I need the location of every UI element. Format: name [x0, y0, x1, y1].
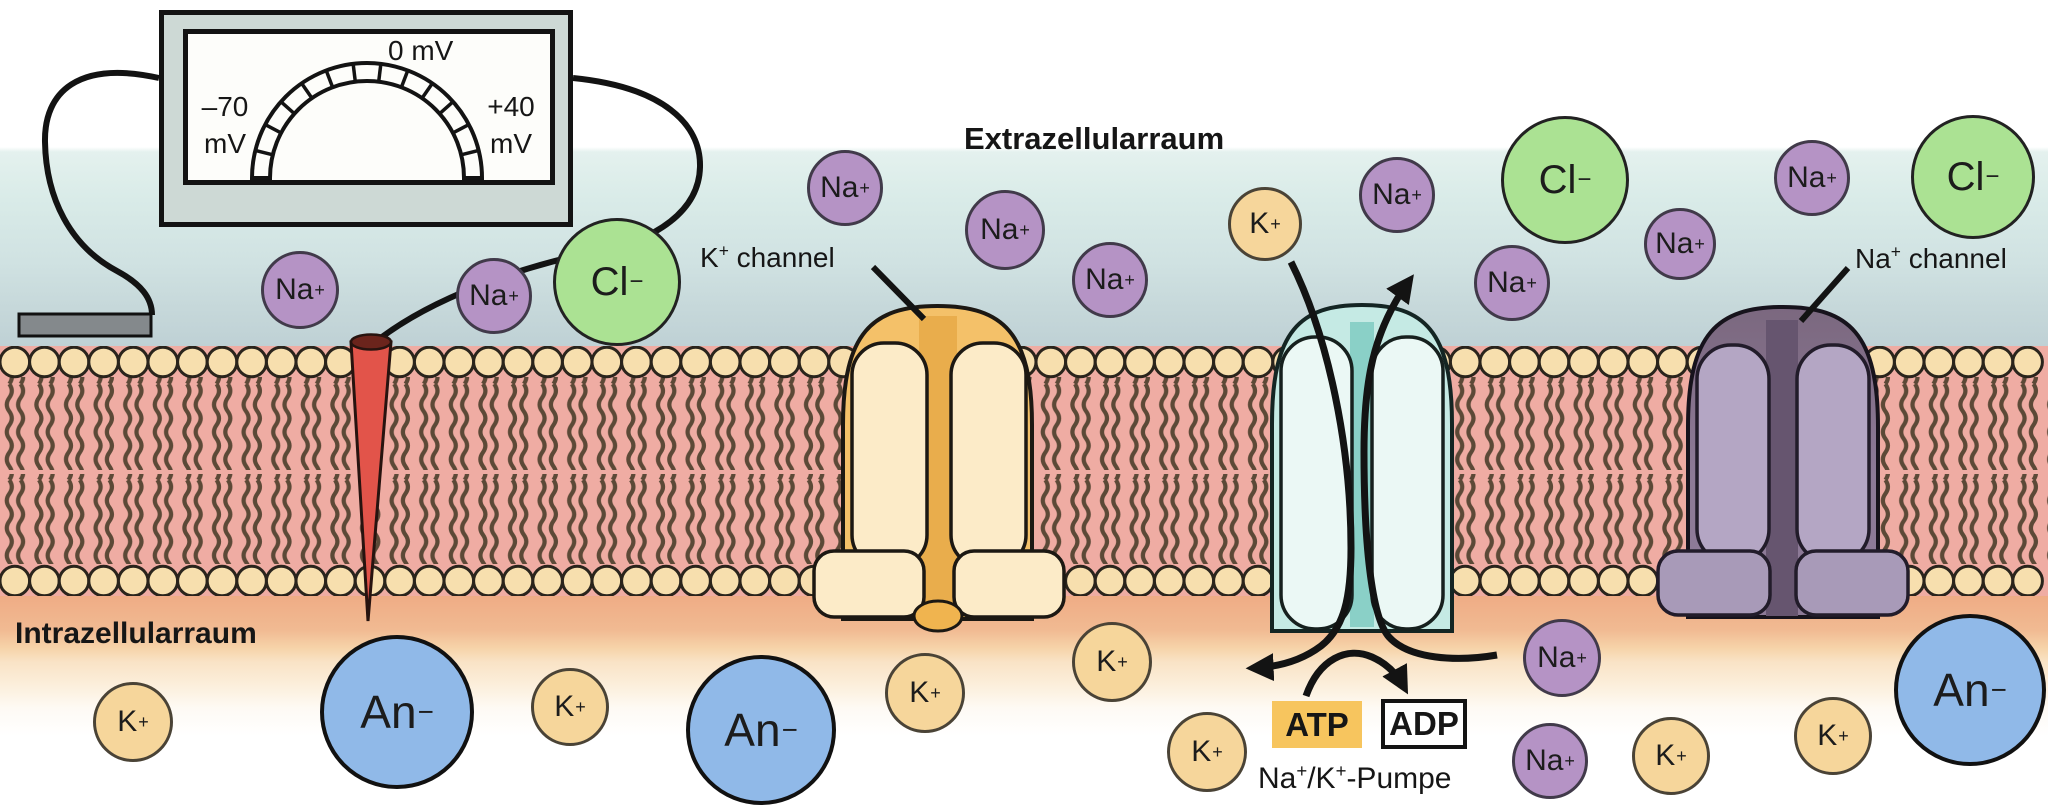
voltmeter-display: 0 mV –70 mV +40 mV: [183, 29, 555, 185]
ion-k: K+: [1167, 712, 1247, 792]
adp-label: ADP: [1381, 699, 1467, 749]
sodium-potassium-pump: [1270, 302, 1454, 633]
voltmeter-gauge: [249, 61, 485, 180]
recording-electrode: [349, 333, 393, 622]
ion-na: Na+: [1523, 619, 1601, 697]
ion-k: K+: [885, 653, 965, 733]
intracellular-label: Intrazellularraum: [15, 617, 257, 650]
k-channel: [812, 303, 1066, 633]
voltmeter-wire-left: [41, 70, 160, 316]
gauge-max-value: +40: [487, 91, 535, 122]
ion-na: Na+: [1359, 157, 1435, 233]
ion-na: Na+: [1774, 140, 1850, 216]
k-influx-arrow: [1245, 260, 1355, 682]
ion-k: K+: [93, 682, 173, 762]
ion-cl: Cl−: [1911, 115, 2035, 239]
pump-label: Na+/K+-Pumpe: [1258, 760, 1452, 795]
ion-k: K+: [1072, 622, 1152, 702]
ion-k: K+: [1794, 697, 1872, 775]
ion-na: Na+: [1072, 242, 1148, 318]
k-channel-label: K+ channel: [700, 240, 835, 273]
k-channel-pointer-line: [870, 264, 927, 322]
ion-na: Na+: [1644, 208, 1716, 280]
gauge-ticks: [252, 63, 482, 180]
ion-k: K+: [531, 668, 609, 746]
ion-an: An−: [320, 635, 474, 789]
gauge-max-unit: mV: [490, 128, 532, 159]
ion-cl: Cl−: [553, 218, 681, 346]
ion-an: An−: [1894, 614, 2046, 766]
ion-na: Na+: [807, 150, 883, 226]
voltmeter: 0 mV –70 mV +40 mV: [159, 10, 573, 227]
ion-na: Na+: [261, 251, 339, 329]
ion-cl: Cl−: [1501, 116, 1629, 244]
na-channel-pointer-line: [1798, 266, 1851, 323]
ion-na: Na+: [965, 190, 1045, 270]
extracellular-label: Extrazellularraum: [964, 121, 1225, 156]
ion-k: K+: [1228, 187, 1302, 261]
atp-label: ATP: [1272, 701, 1362, 748]
ion-an: An−: [686, 655, 836, 805]
gauge-zero-label: 0 mV: [388, 35, 454, 66]
na-channel: [1656, 304, 1910, 619]
adp-text: ADP: [1389, 705, 1459, 742]
ion-na: Na+: [456, 258, 532, 334]
na-efflux-arrow: [1360, 274, 1498, 662]
atp-adp-arrow: [1302, 649, 1409, 698]
reference-electrode: [17, 312, 153, 338]
gauge-min-value: –70: [201, 91, 249, 122]
na-channel-label: Na+ channel: [1855, 241, 2007, 274]
ion-na: Na+: [1474, 245, 1550, 321]
ion-na: Na+: [1512, 723, 1588, 799]
gauge-min-unit: mV: [204, 128, 246, 159]
atp-text: ATP: [1285, 705, 1349, 743]
ion-k: K+: [1632, 717, 1710, 795]
